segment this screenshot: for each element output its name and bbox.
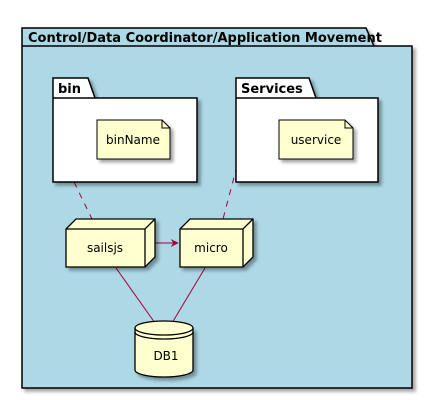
db1-database-label: DB1: [153, 349, 178, 363]
sailsjs-node: sailsjs: [65, 218, 156, 268]
db1-database: DB1: [134, 320, 194, 378]
uservice-note-label: uservice: [291, 133, 342, 147]
micro-node-label: micro: [194, 241, 228, 255]
bin-package-title: bin: [58, 82, 81, 97]
services-micro-dashed-link: [222, 165, 238, 220]
uservice-note: uservice: [278, 119, 354, 160]
binname-note-label: binName: [106, 133, 160, 147]
sailsjs-node-label: sailsjs: [87, 241, 123, 255]
micro-db-link: [171, 267, 206, 324]
binname-note: binName: [96, 119, 171, 160]
connectors: [73, 165, 238, 324]
bin-package: bin binName: [52, 77, 198, 183]
services-package-title: Services: [241, 82, 303, 97]
services-package: Services uservice: [235, 77, 379, 183]
outer-package-title: Control/Data Coordinator/Application Mov…: [28, 31, 382, 46]
micro-node: micro: [179, 218, 254, 268]
sailsjs-db-link: [115, 267, 156, 324]
